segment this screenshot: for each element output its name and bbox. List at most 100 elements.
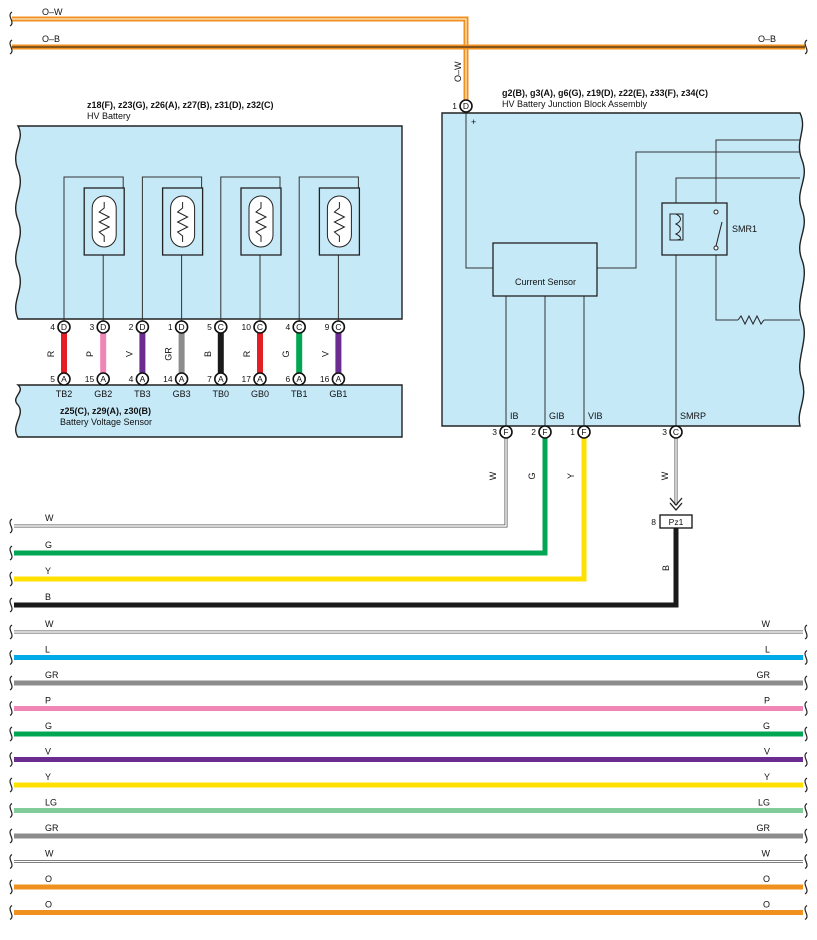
sensor-bot-pin-0-letter: A xyxy=(61,374,67,384)
left-wire-break-1 xyxy=(9,545,13,561)
bus-wire-break-right-7 xyxy=(804,803,808,818)
bus-wire-label-right-4: G xyxy=(763,721,770,731)
sensor-top-pin-3-number: 1 xyxy=(168,322,173,332)
thermistor-3 xyxy=(220,176,282,321)
sensor-bot-pin-6: A6 xyxy=(285,372,307,386)
bus-wire-break-right-1 xyxy=(804,650,808,665)
bus-wire-break-left-8 xyxy=(9,828,13,844)
hv-battery-name: HV Battery xyxy=(87,111,131,121)
jb-top-pin-wire-label: O–W xyxy=(453,61,463,82)
jb-pin-vib-letter: F xyxy=(581,427,586,437)
left-wire-b xyxy=(14,528,679,608)
jb-pin-wire-label-1: G xyxy=(527,472,537,479)
jb-pin-name-vib: VIB xyxy=(588,411,603,421)
sensor-top-pin-5: C10 xyxy=(242,320,267,334)
sensor-bot-pin-2-letter: A xyxy=(140,374,146,384)
jb-pin-wire-label-3: W xyxy=(660,471,670,480)
sensor-name-gb0: GB0 xyxy=(251,389,269,399)
thermistor-1 xyxy=(63,176,125,321)
top-wire-break-right xyxy=(804,39,808,55)
sensor-top-pin-0: D4 xyxy=(50,320,71,334)
bus-wire-break-right-8 xyxy=(804,828,808,844)
left-wire-w xyxy=(14,438,508,528)
battery-voltage-sensor-codes: z25(C), z29(A), z30(B) xyxy=(60,406,151,416)
sensor-bot-pin-6-number: 6 xyxy=(285,374,290,384)
sensor-bot-pin-7-number: 16 xyxy=(320,374,330,384)
sensor-wire-color-2: V xyxy=(124,351,134,357)
bus-wire-label-left-11: O xyxy=(45,900,52,910)
bus-wire-label-left-2: GR xyxy=(45,670,59,680)
bus-wire-break-left-1 xyxy=(9,650,13,665)
bus-wire-label-right-10: O xyxy=(763,874,770,884)
jb-pin-ib-number: 3 xyxy=(492,427,497,437)
sensor-bot-pin-4: A7 xyxy=(207,372,228,386)
bus-wire-break-right-10 xyxy=(804,879,808,895)
jb-pin-name-gib: GIB xyxy=(549,411,565,421)
jb-pin-gib-number: 2 xyxy=(531,427,536,437)
thermistor-symbol-icon xyxy=(98,202,111,242)
bus-wire-label-left-1: L xyxy=(45,645,50,655)
jb-top-pin-letter: D xyxy=(463,101,469,111)
jb-pin-vib: F1 xyxy=(570,425,591,439)
sensor-top-pin-6-number: 4 xyxy=(285,322,290,332)
jb-pin-wire-label-0: W xyxy=(488,471,498,480)
sensor-top-pin-7-letter: C xyxy=(335,322,341,332)
sensor-top-pin-0-letter: D xyxy=(61,322,67,332)
top-wire-ow-label: O–W xyxy=(42,7,63,17)
left-wire-label-0: W xyxy=(45,513,54,523)
bus-wire-break-left-10 xyxy=(9,879,13,895)
sensor-bot-pin-7: A 16 xyxy=(320,372,346,386)
sensor-top-pin-0-number: 4 xyxy=(50,322,55,332)
sensor-top-pin-1-number: 3 xyxy=(89,322,94,332)
bus-wire-label-left-6: Y xyxy=(45,772,51,782)
bus-wire-break-right-2 xyxy=(804,675,808,691)
bus-wire-label-left-0: W xyxy=(45,619,54,629)
bus-wire-break-right-6 xyxy=(804,777,808,793)
bus-wire-break-right-4 xyxy=(804,726,808,742)
left-wire-label-3: B xyxy=(45,592,51,602)
bus-wire-break-left-6 xyxy=(9,777,13,793)
bus-wire-break-left-9 xyxy=(9,854,13,869)
sensor-name-gb2: GB2 xyxy=(94,389,112,399)
junction-block-box xyxy=(441,112,806,427)
bus-wire-label-left-9: W xyxy=(45,849,54,859)
sensor-top-pin-4-letter: C xyxy=(218,322,224,332)
sensor-wire-color-4: B xyxy=(203,351,213,357)
bus-wire-label-right-8: GR xyxy=(757,823,771,833)
bus-wire-break-left-3 xyxy=(9,701,13,716)
sensor-bot-pin-7-letter: A xyxy=(336,374,342,384)
jb-internal-wiring xyxy=(465,112,800,426)
battery-voltage-sensor-box xyxy=(15,384,403,438)
battery-voltage-sensor-name: Battery Voltage Sensor xyxy=(60,417,152,427)
jb-pin-vib-number: 1 xyxy=(570,427,575,437)
sensor-bot-pin-3: A14 xyxy=(163,372,189,386)
bus-wire-break-right-3 xyxy=(804,701,808,716)
bus-wire-break-right-11 xyxy=(804,905,808,920)
sensor-bot-pin-3-number: 14 xyxy=(163,374,173,384)
thermistor-symbol-icon xyxy=(333,202,346,242)
left-wire-y xyxy=(14,438,587,582)
left-wire-label-2: Y xyxy=(45,566,51,576)
sensor-top-pin-7-number: 9 xyxy=(325,322,330,332)
current-sensor-box xyxy=(492,242,598,297)
sensor-name-gb3: GB3 xyxy=(173,389,191,399)
bus-wire-label-right-3: P xyxy=(764,696,770,706)
relay-coil-icon xyxy=(669,213,684,241)
bus-wire-break-left-7 xyxy=(9,803,13,818)
jb-pin-smrp-number: 3 xyxy=(662,427,667,437)
sensor-name-tb3: TB3 xyxy=(134,389,151,399)
bus-wire-label-right-2: GR xyxy=(757,670,771,680)
bus-wire-label-left-4: G xyxy=(45,721,52,731)
jb-pin-wire-label-2: Y xyxy=(566,473,576,479)
top-wire-break-left xyxy=(9,11,13,27)
jb-pin-smrp-letter: C xyxy=(673,427,679,437)
bus-wire-label-right-0: W xyxy=(762,619,771,629)
hv-battery-box xyxy=(15,125,403,320)
bus-wire-label-left-3: P xyxy=(45,696,51,706)
top-wire-break-left-2 xyxy=(9,39,13,55)
sensor-bot-pin-5-letter: A xyxy=(257,374,263,384)
sensor-top-pin-1: D3 xyxy=(89,320,110,334)
bus-wire-break-right-5 xyxy=(804,752,808,767)
sensor-name-tb2: TB2 xyxy=(56,389,73,399)
